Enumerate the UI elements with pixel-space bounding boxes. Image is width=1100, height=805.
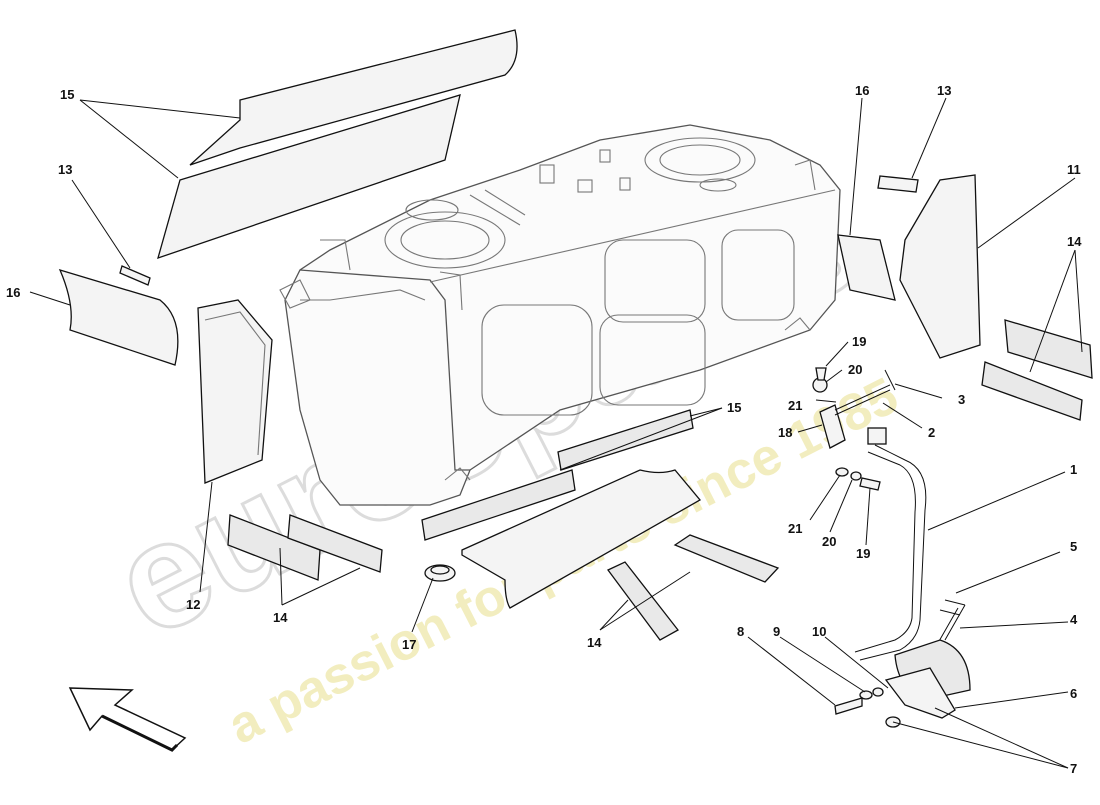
- callout-20a: 20: [848, 362, 862, 377]
- callout-14c: 14: [1067, 234, 1082, 249]
- callout-10: 10: [812, 624, 826, 639]
- pad-blocks-14-left: [227, 514, 383, 581]
- callout-21b: 21: [788, 521, 802, 536]
- callout-15a: 15: [60, 87, 74, 102]
- callout-16a: 16: [6, 285, 20, 300]
- insulation-panel-15-top: [157, 29, 518, 260]
- callout-13b: 13: [937, 83, 951, 98]
- callout-3: 3: [958, 392, 965, 407]
- callout-16b: 16: [855, 83, 869, 98]
- callout-19a: 19: [852, 334, 866, 349]
- callout-14b: 14: [587, 635, 602, 650]
- callout-17: 17: [402, 637, 416, 652]
- grommet-17: [424, 564, 456, 582]
- rod-13-right: [877, 175, 919, 193]
- strap-assembly: [812, 367, 971, 728]
- callout-7: 7: [1070, 761, 1077, 776]
- rod-13-left: [119, 265, 151, 286]
- heat-shield-16-right: [837, 234, 896, 301]
- side-panel-12: [197, 299, 273, 484]
- callout-11: 11: [1067, 162, 1081, 177]
- pad-blocks-14-right: [981, 319, 1093, 421]
- callout-21a: 21: [788, 398, 802, 413]
- callout-19b: 19: [856, 546, 870, 561]
- callout-6: 6: [1070, 686, 1077, 701]
- fuel-tank: [279, 124, 841, 506]
- callout-4: 4: [1070, 612, 1078, 627]
- callout-14a: 14: [273, 610, 288, 625]
- heat-shield-16-left: [58, 268, 179, 366]
- callout-8: 8: [737, 624, 744, 639]
- callout-15b: 15: [727, 400, 741, 415]
- callout-18: 18: [778, 425, 792, 440]
- insulation-pads-15-bottom: [421, 409, 701, 609]
- arrow-direction-icon: [68, 687, 187, 752]
- callout-12: 12: [186, 597, 200, 612]
- leader-lines: [29, 97, 1083, 769]
- callout-13a: 13: [58, 162, 72, 177]
- callout-2: 2: [928, 425, 935, 440]
- callout-labels: 15 13 16 12 14 17 14 15 16 13 11 14 19 2…: [6, 83, 1082, 776]
- callout-20b: 20: [822, 534, 836, 549]
- side-panel-11: [899, 174, 981, 359]
- callout-1: 1: [1070, 462, 1077, 477]
- pad-blocks-14-center: [607, 534, 780, 641]
- callout-9: 9: [773, 624, 780, 639]
- callout-5: 5: [1070, 539, 1077, 554]
